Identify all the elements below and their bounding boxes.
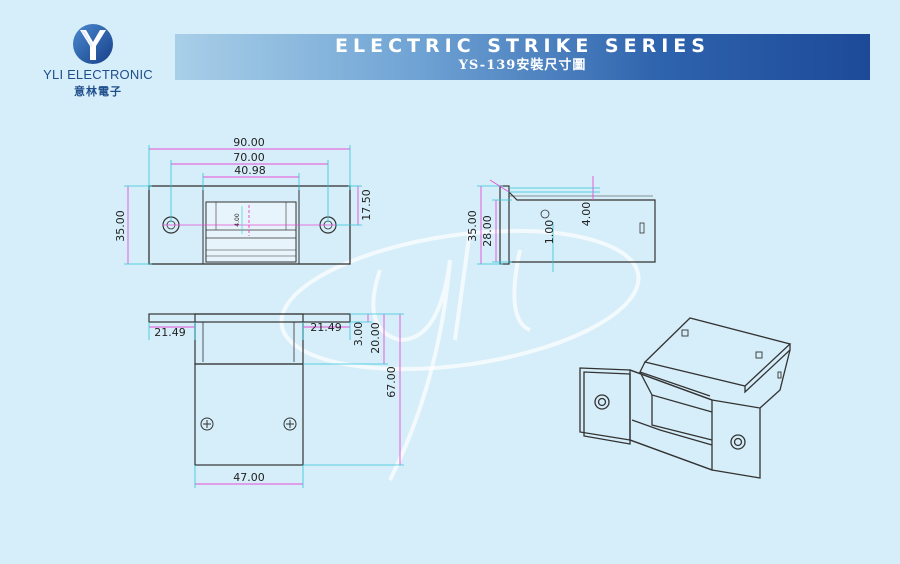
dim-overall-width: 90.00 xyxy=(233,136,265,149)
front-view: 90.00 70.00 40.98 35.00 17.50 4.00 xyxy=(114,136,373,265)
brand-name: YLI ELECTRONIC xyxy=(43,67,153,82)
side-view: 35.00 28.00 1.00 4.00 xyxy=(466,176,656,272)
isometric-view xyxy=(579,317,792,479)
title-banner xyxy=(175,34,870,80)
bottom-view: 21.49 21.49 3.00 20.00 67.00 47.00 xyxy=(148,313,404,488)
dim-side-offset: 1.00 xyxy=(543,220,556,245)
watermark-logo xyxy=(279,228,641,481)
dim-front-height: 35.00 xyxy=(114,210,127,242)
dim-hole-spacing: 70.00 xyxy=(233,151,265,164)
dim-side-thickness: 4.00 xyxy=(580,202,593,227)
dim-lip: 3.00 xyxy=(352,322,365,347)
page-title: ELECTRIC STRIKE SERIES xyxy=(335,35,710,57)
dim-hole-height: 17.50 xyxy=(360,189,373,221)
brand-name-chinese: 意林電子 xyxy=(74,85,122,98)
yli-logo-icon xyxy=(73,24,113,64)
dim-side-inner-height: 28.00 xyxy=(481,215,494,247)
dim-small-label: 4.00 xyxy=(234,213,241,227)
page-subtitle: YS-139安裝尺寸圖 xyxy=(458,58,587,73)
dim-opening-width: 40.98 xyxy=(234,164,266,177)
dim-left-ear: 21.49 xyxy=(154,326,186,339)
dim-total-depth: 67.00 xyxy=(385,366,398,398)
dim-right-ear: 21.49 xyxy=(310,321,342,334)
dim-depth-top: 20.00 xyxy=(369,322,382,354)
dim-body-width: 47.00 xyxy=(233,471,265,484)
dim-side-height: 35.00 xyxy=(466,210,479,242)
